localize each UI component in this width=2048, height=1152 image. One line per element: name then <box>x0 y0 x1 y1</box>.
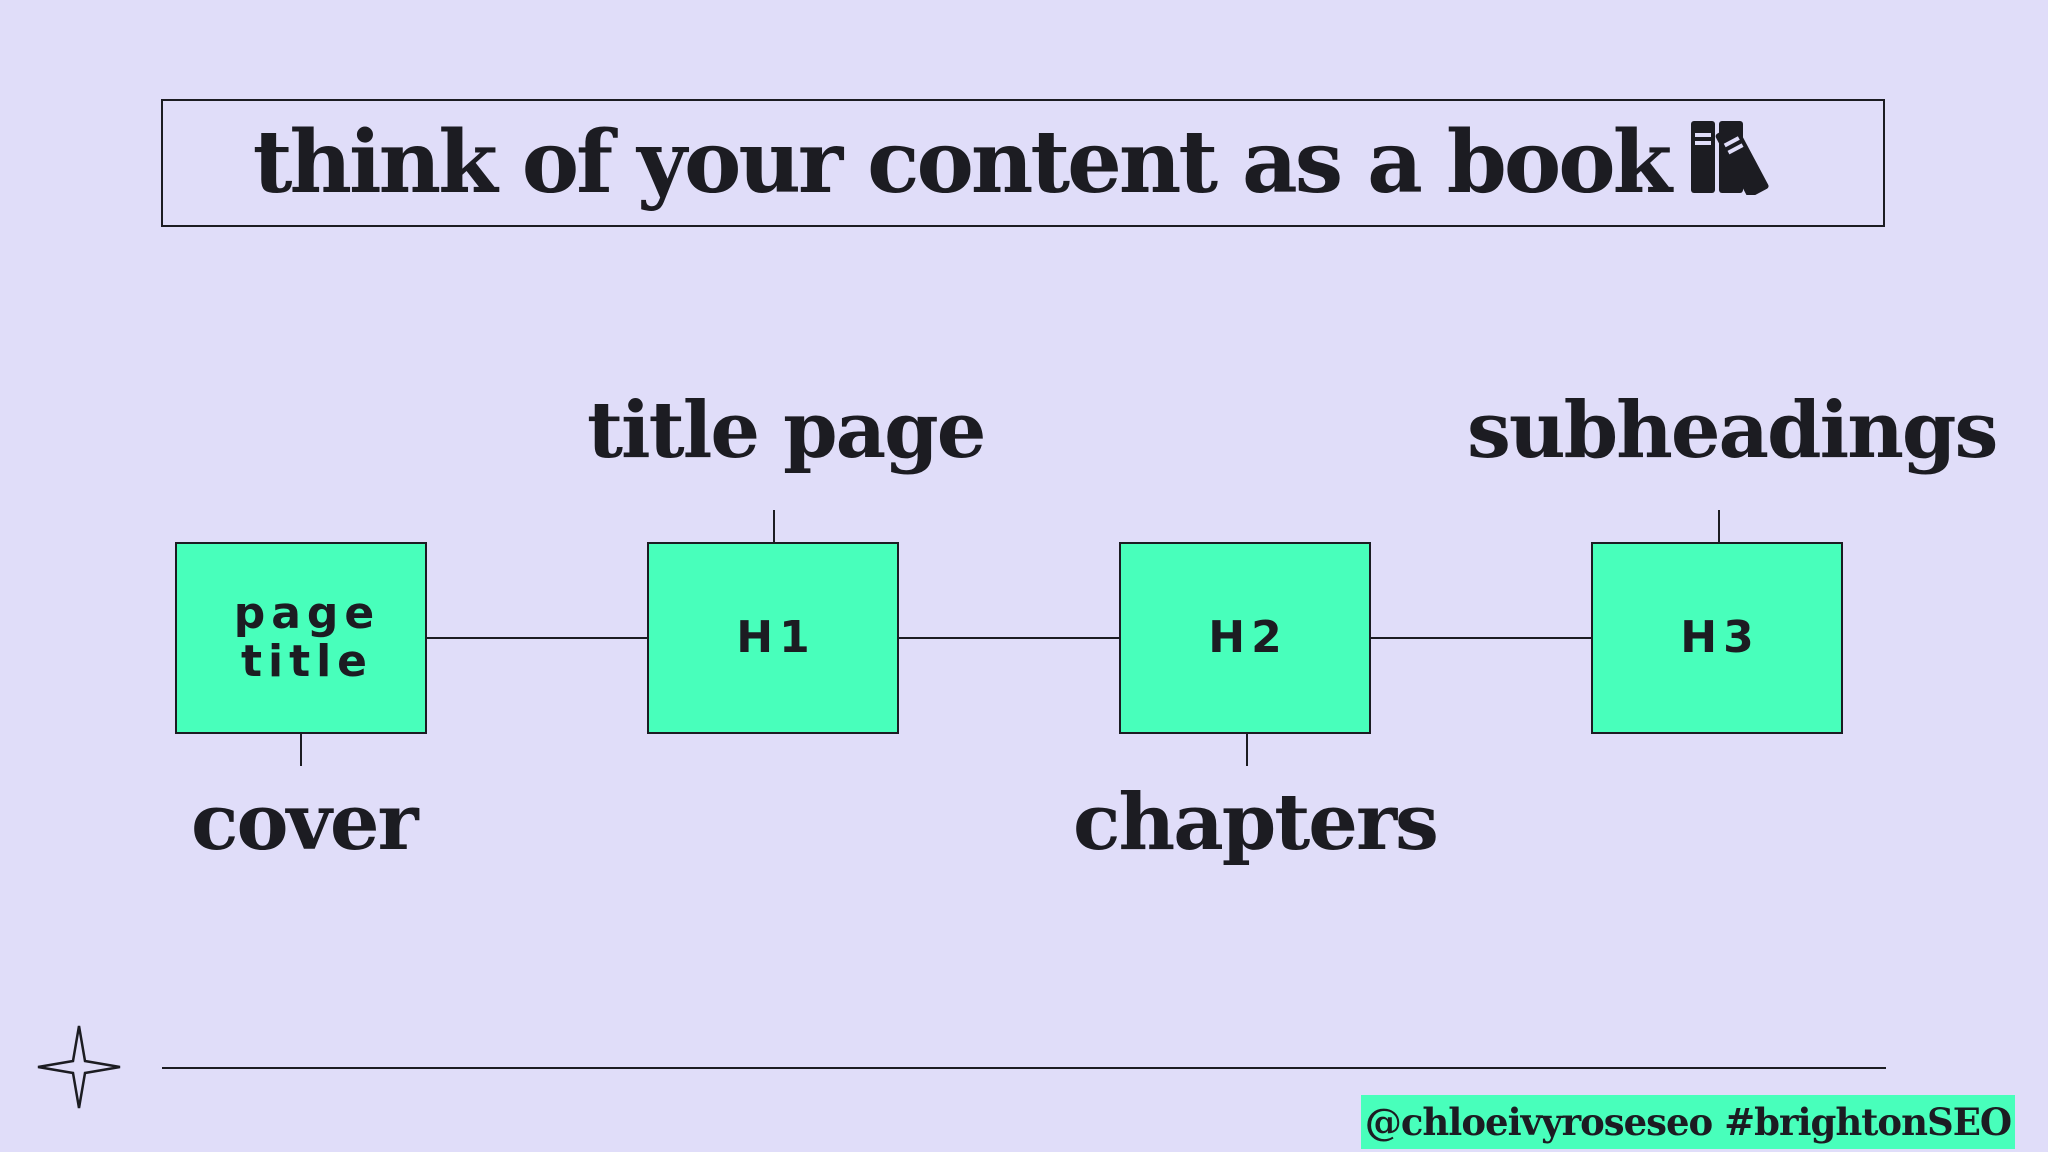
node-h2-label: H2 <box>1208 612 1288 663</box>
node-h1-label: H1 <box>736 612 816 663</box>
four-point-star-icon <box>36 1024 122 1114</box>
subheadings-tick <box>1718 510 1720 542</box>
cover-tick <box>300 734 302 766</box>
label-title-page: title page <box>587 385 986 476</box>
label-subheadings: subheadings <box>1467 385 1998 476</box>
node-page-title-line1: page <box>233 588 381 639</box>
books-icon <box>1689 115 1793 199</box>
node-h3-label: H3 <box>1680 612 1760 663</box>
node-page-title-line2: title <box>240 636 374 687</box>
slide-title-box: think of your content as a book <box>161 99 1885 227</box>
chapters-tick <box>1246 734 1248 766</box>
node-page-title: page title <box>175 542 427 734</box>
title-page-tick <box>773 510 775 542</box>
label-cover: cover <box>191 777 419 868</box>
connector-line <box>1371 637 1592 639</box>
node-h1: H1 <box>647 542 899 734</box>
connector-line <box>899 637 1120 639</box>
node-h3: H3 <box>1591 542 1843 734</box>
author-handle-tag: @chloeivyroseseo #brightonSEO <box>1361 1095 2015 1149</box>
connector-line <box>427 637 648 639</box>
node-h2: H2 <box>1119 542 1371 734</box>
author-handle: @chloeivyroseseo #brightonSEO <box>1364 1100 2012 1144</box>
slide-title: think of your content as a book <box>252 112 1672 213</box>
label-chapters: chapters <box>1073 777 1439 868</box>
footer-rule <box>162 1067 1886 1069</box>
